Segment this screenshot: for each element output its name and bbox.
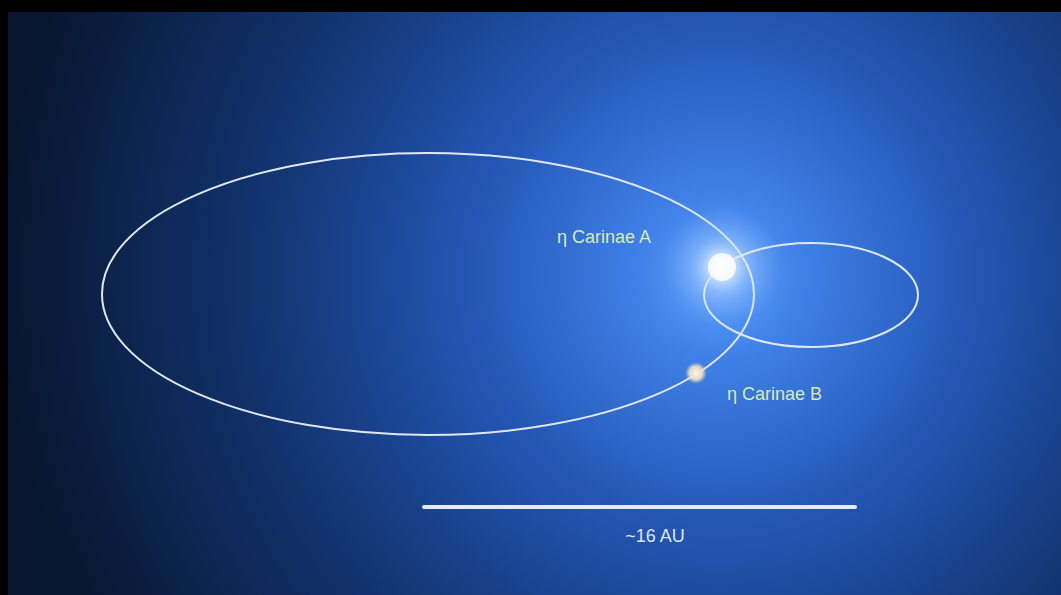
scale-bar xyxy=(424,505,855,509)
star-a-core xyxy=(708,253,736,281)
orbit-b xyxy=(102,153,754,435)
star-halo xyxy=(662,207,782,327)
star-a xyxy=(696,241,748,293)
star-label: η Carinae B xyxy=(727,383,822,405)
star-label: η Carinae A xyxy=(557,226,651,248)
sky-background xyxy=(8,12,1061,595)
star-b xyxy=(685,362,707,384)
scale-label: ~16 AU xyxy=(625,525,685,547)
